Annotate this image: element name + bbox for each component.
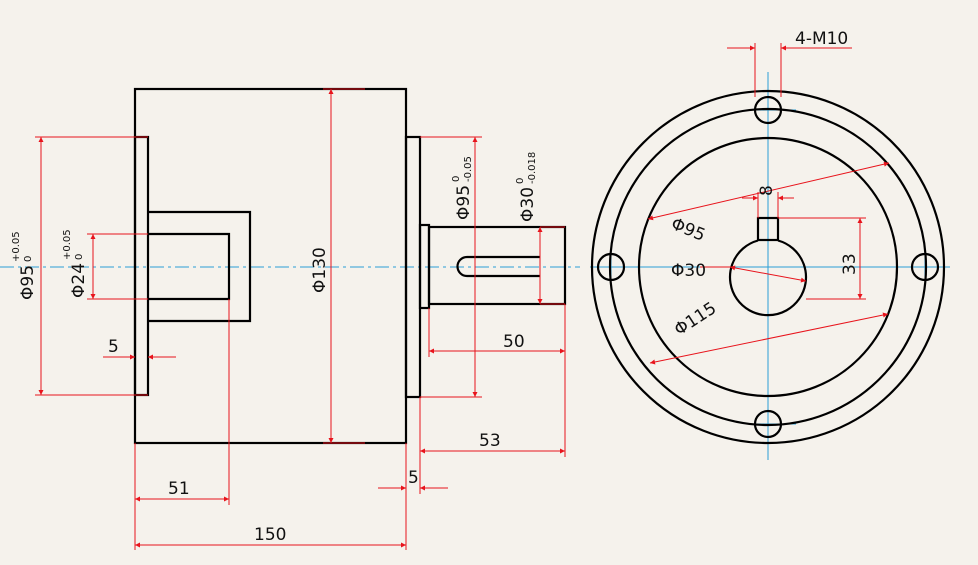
label-circle-phi115: Φ115 xyxy=(671,298,720,340)
hole-bottom xyxy=(753,409,783,439)
svg-text:+0.05: +0.05 xyxy=(62,229,73,260)
hole-left xyxy=(596,252,626,282)
side-view xyxy=(133,87,567,445)
label-circle-phi95: Φ95 xyxy=(668,214,708,246)
svg-text:Φ30: Φ30 xyxy=(518,187,538,222)
label-33: 33 xyxy=(840,253,860,275)
svg-text:Φ24: Φ24 xyxy=(69,263,89,298)
label-50: 50 xyxy=(503,332,525,352)
bore-outer xyxy=(148,210,252,323)
svg-text:0: 0 xyxy=(515,178,526,184)
svg-text:Φ115: Φ115 xyxy=(671,298,720,340)
svg-text:0: 0 xyxy=(23,256,34,262)
svg-text:+0.05: +0.05 xyxy=(11,231,22,262)
label-51: 51 xyxy=(168,479,190,499)
label-phi95-bore: Φ95 +0.05 0 xyxy=(11,231,38,300)
svg-text:Φ95: Φ95 xyxy=(18,265,38,300)
label-phi130: Φ130 xyxy=(310,247,330,293)
label-phi95-boss: Φ95 0 -0.05 xyxy=(451,156,474,220)
svg-text:Φ95: Φ95 xyxy=(454,185,474,220)
label-phi30-shaft: Φ30 0 -0.018 xyxy=(515,152,538,222)
keyway-slot xyxy=(456,255,540,278)
svg-text:0: 0 xyxy=(451,176,462,182)
label-5-right: 5 xyxy=(408,468,419,488)
svg-text:8: 8 xyxy=(757,185,777,196)
shaft xyxy=(427,225,567,306)
hole-right xyxy=(910,252,940,282)
label-53: 53 xyxy=(479,431,501,451)
label-150: 150 xyxy=(254,525,286,545)
label-4-m10: 4-M10 xyxy=(795,29,848,49)
label-keyway-8: 8 xyxy=(757,185,777,196)
dimension-labels: Φ95 +0.05 0 Φ24 +0.05 0 5 Φ130 Φ95 0 -0.… xyxy=(11,29,860,545)
bore-inner xyxy=(148,232,231,301)
label-phi24: Φ24 +0.05 0 xyxy=(62,229,89,298)
inner-circle xyxy=(637,136,899,398)
svg-text:-0.05: -0.05 xyxy=(463,156,474,182)
svg-text:Φ95: Φ95 xyxy=(668,214,708,246)
label-5-left: 5 xyxy=(108,337,119,357)
label-circle-phi30: Φ30 xyxy=(671,261,706,281)
dimension-lines xyxy=(35,43,890,550)
hole-top xyxy=(753,95,783,125)
outer-circle xyxy=(590,89,946,445)
pcd-circle xyxy=(608,107,928,427)
svg-text:Φ130: Φ130 xyxy=(310,247,330,293)
housing-body xyxy=(133,87,408,445)
svg-text:-0.018: -0.018 xyxy=(527,152,538,184)
svg-text:33: 33 xyxy=(840,253,860,275)
left-flange xyxy=(133,135,150,397)
svg-text:0: 0 xyxy=(74,254,85,260)
